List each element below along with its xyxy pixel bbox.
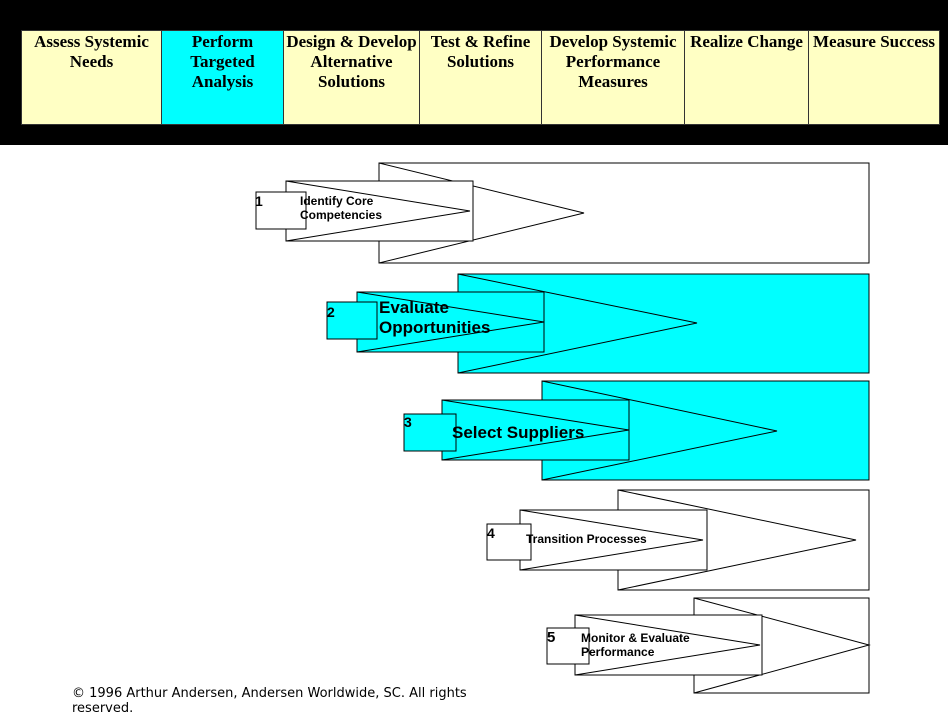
- step-4-shape: [486, 489, 870, 591]
- phase-develop-performance-measures: Develop Systemic Performance Measures: [541, 30, 685, 125]
- copyright-notice: © 1996 Arthur Andersen, Andersen Worldwi…: [72, 686, 467, 716]
- phase-perform-targeted-analysis: Perform Targeted Analysis: [161, 30, 284, 125]
- step-3-label: Select Suppliers: [452, 423, 585, 442]
- step-1-shape: [255, 162, 870, 264]
- step-3-shape: [403, 380, 870, 481]
- phase-assess-systemic-needs: Assess Systemic Needs: [21, 30, 162, 125]
- step-2-number: 2: [327, 304, 335, 320]
- step-1-number: 1: [255, 193, 263, 209]
- step-5-shape: [546, 597, 871, 694]
- step-2-shape: [326, 273, 870, 374]
- step-4-label: Transition Processes: [526, 532, 647, 546]
- step-4-number: 4: [487, 525, 495, 541]
- step-5-number: 5: [547, 629, 556, 646]
- step-1-label: Identify Core Competencies: [300, 194, 383, 222]
- step-2-label: Evaluate Opportunities: [379, 298, 491, 337]
- step-3-number: 3: [404, 414, 412, 430]
- phase-design-develop-solutions: Design & Develop Alternative Solutions: [283, 30, 420, 125]
- step-5-label: Monitor & Evaluate Performance: [581, 631, 690, 659]
- phase-realize-change: Realize Change: [684, 30, 809, 125]
- phase-measure-success: Measure Success: [808, 30, 940, 125]
